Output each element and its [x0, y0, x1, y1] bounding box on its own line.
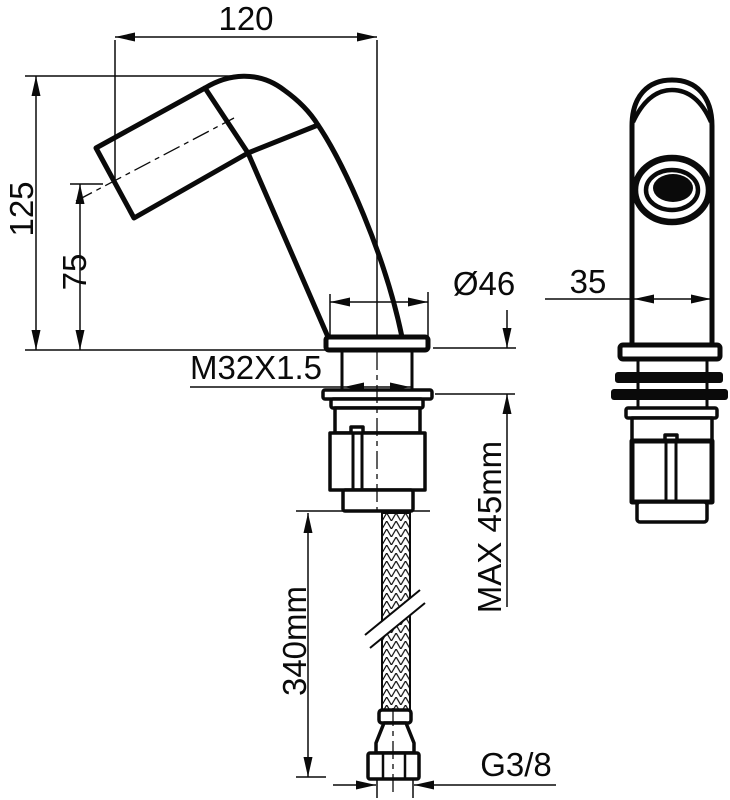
dim-base-diameter-label: Ø46	[453, 265, 515, 302]
shank-end-side	[635, 500, 709, 524]
dim-connector-label: G3/8	[480, 746, 552, 783]
dim-max-deck-label: MAX 45mm	[471, 441, 508, 613]
thread-ring-1	[615, 372, 723, 383]
hose-collar	[377, 708, 413, 725]
spout-joint-line-1	[202, 85, 251, 156]
hose-break-line-2	[369, 602, 426, 649]
dim-body-width: 35	[545, 263, 712, 304]
faucet-body-front	[93, 73, 405, 340]
spout-axis-centerline	[75, 117, 235, 202]
dim-thread-label: M32X1.5	[190, 349, 322, 386]
faucet-body-side	[629, 77, 715, 348]
hose-break-line-1	[364, 589, 421, 636]
hose-sleeve	[374, 721, 416, 755]
side-view	[611, 77, 728, 524]
thread-ring-2	[611, 389, 728, 400]
dim-overall-height-label: 125	[3, 181, 40, 236]
outlet-ring	[631, 154, 713, 226]
base-flange-side	[617, 342, 723, 362]
spout-joint-line-2	[245, 122, 321, 156]
centerlines	[75, 117, 394, 797]
dim-reach: 120	[114, 0, 378, 337]
dim-hose-length: 340mm	[276, 513, 326, 778]
dim-overall-height: 125	[3, 75, 233, 350]
dim-thread: M32X1.5	[190, 349, 412, 392]
front-view	[93, 73, 434, 781]
hose-break-mask	[365, 590, 425, 648]
dim-hose-length-label: 340mm	[276, 586, 313, 696]
dim-outlet-height: 75	[25, 183, 325, 351]
shank-end-front	[341, 488, 415, 513]
outlet-inner-ring	[643, 167, 701, 213]
dim-base-diameter: Ø46	[329, 265, 515, 338]
spout-bend-arc	[630, 87, 714, 123]
base-flange-front	[323, 334, 431, 353]
locknut-side	[629, 438, 715, 505]
dimensions: 120 125 75 M32X1.5	[3, 0, 712, 798]
dim-body-width-label: 35	[570, 263, 607, 300]
dim-outlet-height-label: 75	[56, 254, 93, 291]
dim-reach-label: 120	[218, 0, 273, 37]
dim-connector: G3/8	[333, 746, 556, 798]
outlet-hole	[653, 174, 693, 202]
dim-max-deck: MAX 45mm	[433, 310, 516, 613]
